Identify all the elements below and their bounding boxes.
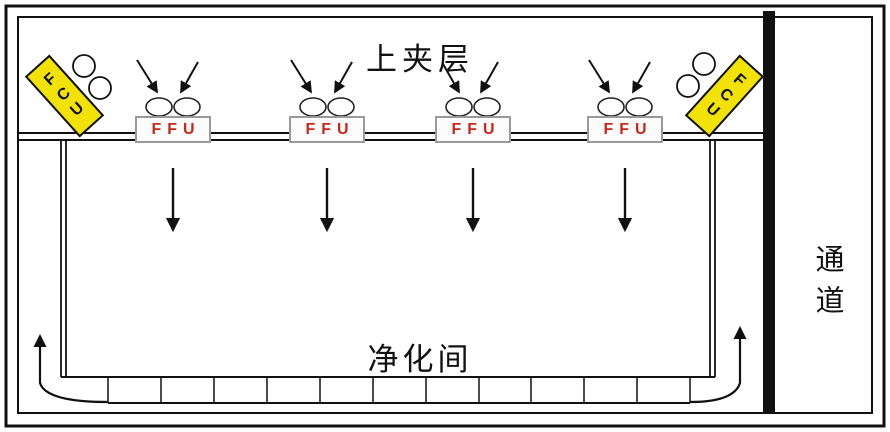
ffu-unit-2: FFU [289, 116, 365, 143]
plenum-intake-arrows [290, 59, 353, 94]
raised-floor-tiles [61, 376, 715, 404]
corridor-label: 通道 [811, 244, 843, 326]
ffu-fan-oval [299, 97, 327, 117]
ffu-fan-ovals [445, 97, 501, 117]
left-return-wall [60, 140, 67, 377]
ffu-fan-oval [145, 97, 173, 117]
ffu-fan-oval [173, 97, 201, 117]
ffu-fan-oval [597, 97, 625, 117]
ffu-unit-3: FFU [435, 116, 511, 143]
return-air-up-arrows [33, 326, 747, 404]
ffu-airflow-4 [588, 59, 653, 233]
ffu-airflow-2 [290, 59, 355, 233]
plenum-intake-arrows [588, 59, 651, 94]
ffu-fan-oval [473, 97, 501, 117]
right-return-wall [709, 140, 716, 377]
outer-double-border [4, 4, 886, 428]
ffu-fan-oval [625, 97, 653, 117]
ffu-fan-ovals [299, 97, 355, 117]
ffu-fan-ovals [145, 97, 201, 117]
plenum-intake-arrows [442, 61, 499, 94]
ffu-unit-4: FFU [587, 116, 663, 143]
ffu-fan-ovals [597, 97, 653, 117]
ffu-fan-oval [445, 97, 473, 117]
ffu-airflow-3 [442, 61, 501, 233]
ffu-unit-1: FFU [135, 116, 211, 143]
plenum-label: 上夹层 [366, 42, 474, 77]
plenum-intake-arrows [136, 59, 199, 94]
cleanroom-label: 净化间 [367, 342, 473, 377]
ffu-airflow-1 [136, 59, 201, 233]
corridor-partition-wall [763, 11, 775, 413]
ffu-fan-oval [327, 97, 355, 117]
